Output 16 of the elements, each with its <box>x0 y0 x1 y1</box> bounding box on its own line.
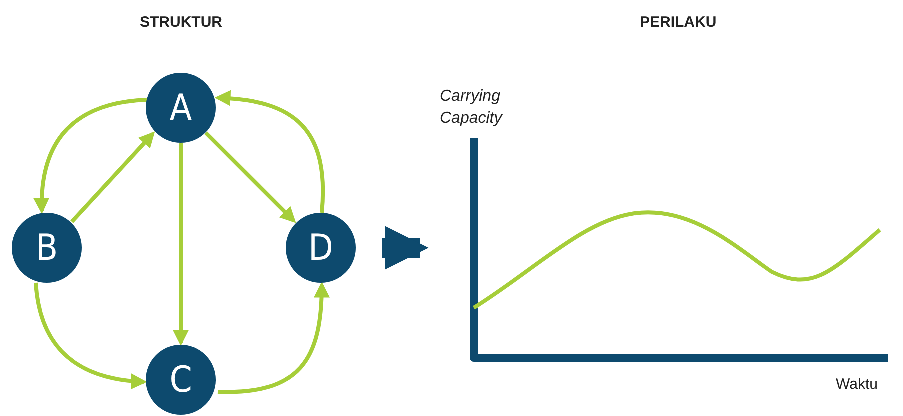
node-circle: D <box>286 213 356 283</box>
section-heading: STRUKTUR <box>140 14 222 31</box>
arrow <box>173 143 189 346</box>
arrow <box>34 282 148 390</box>
arrow <box>204 132 296 224</box>
arrow <box>218 282 330 394</box>
section-heading: PERILAKU <box>640 14 717 31</box>
node-circle: A <box>146 73 216 143</box>
arrow <box>34 98 148 214</box>
node-circle: C <box>146 345 216 415</box>
arrow <box>70 132 156 224</box>
arrow <box>382 226 429 270</box>
axis-label: Waktu <box>836 376 878 393</box>
axis-label: Carrying Capacity <box>440 87 504 129</box>
arrow <box>214 90 326 214</box>
node-circle: B <box>12 213 82 283</box>
